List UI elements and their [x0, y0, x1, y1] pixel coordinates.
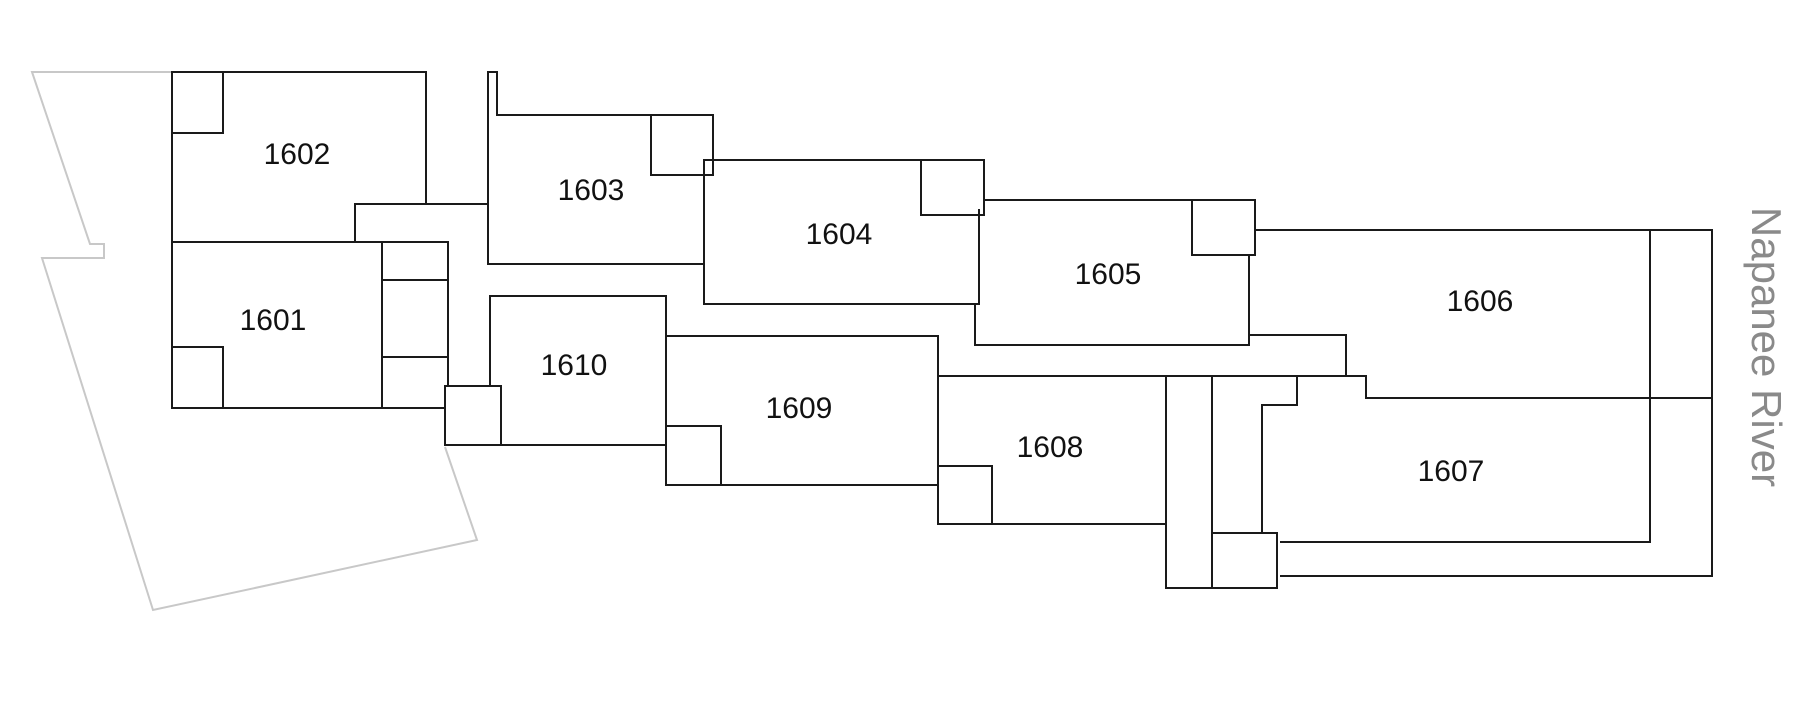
stair-box-1604 — [920, 159, 985, 216]
unit-label-1609: 1609 — [766, 392, 833, 425]
unit-label-1601: 1601 — [240, 304, 307, 337]
stair-box-1609 — [665, 425, 722, 486]
unit-1605-left-bottom — [974, 254, 1250, 346]
site-boundary-outline — [30, 71, 479, 612]
unit-label-1602: 1602 — [264, 138, 331, 171]
unit-1604-walls — [703, 159, 980, 305]
stair-box-1602 — [171, 71, 224, 134]
unit-label-1607: 1607 — [1418, 455, 1485, 488]
unit-label-1605: 1605 — [1075, 258, 1142, 291]
stair-box-1610 — [444, 385, 502, 446]
corridor-connector — [1248, 334, 1347, 377]
unit-1606-bottom — [1365, 375, 1713, 399]
unit-label-1604: 1604 — [806, 218, 873, 251]
central-core — [1165, 375, 1213, 589]
stair-box-1605 — [1191, 199, 1256, 256]
river-label: Napanee River — [1743, 207, 1790, 487]
unit-1601-right-wall — [354, 241, 449, 387]
unit-1603-walls — [487, 71, 705, 265]
unit-labels: 1601 1602 1603 1604 1605 1606 1607 1608 … — [240, 138, 1514, 488]
unit-1601-walls — [171, 241, 446, 409]
stair-box-1601 — [171, 346, 224, 409]
unit-1610-walls — [489, 295, 667, 387]
stair-box-1608 — [937, 465, 993, 525]
building-walls — [171, 71, 1713, 589]
unit-label-1603: 1603 — [558, 174, 625, 207]
stair-box-1603 — [650, 114, 714, 176]
unit-label-1606: 1606 — [1447, 285, 1514, 318]
corridor-notch-top — [487, 71, 714, 116]
unit-label-1608: 1608 — [1017, 431, 1084, 464]
unit-label-1610: 1610 — [541, 349, 608, 382]
unit-1606-walls — [1254, 229, 1713, 577]
stair-box-1607 — [1211, 532, 1278, 589]
